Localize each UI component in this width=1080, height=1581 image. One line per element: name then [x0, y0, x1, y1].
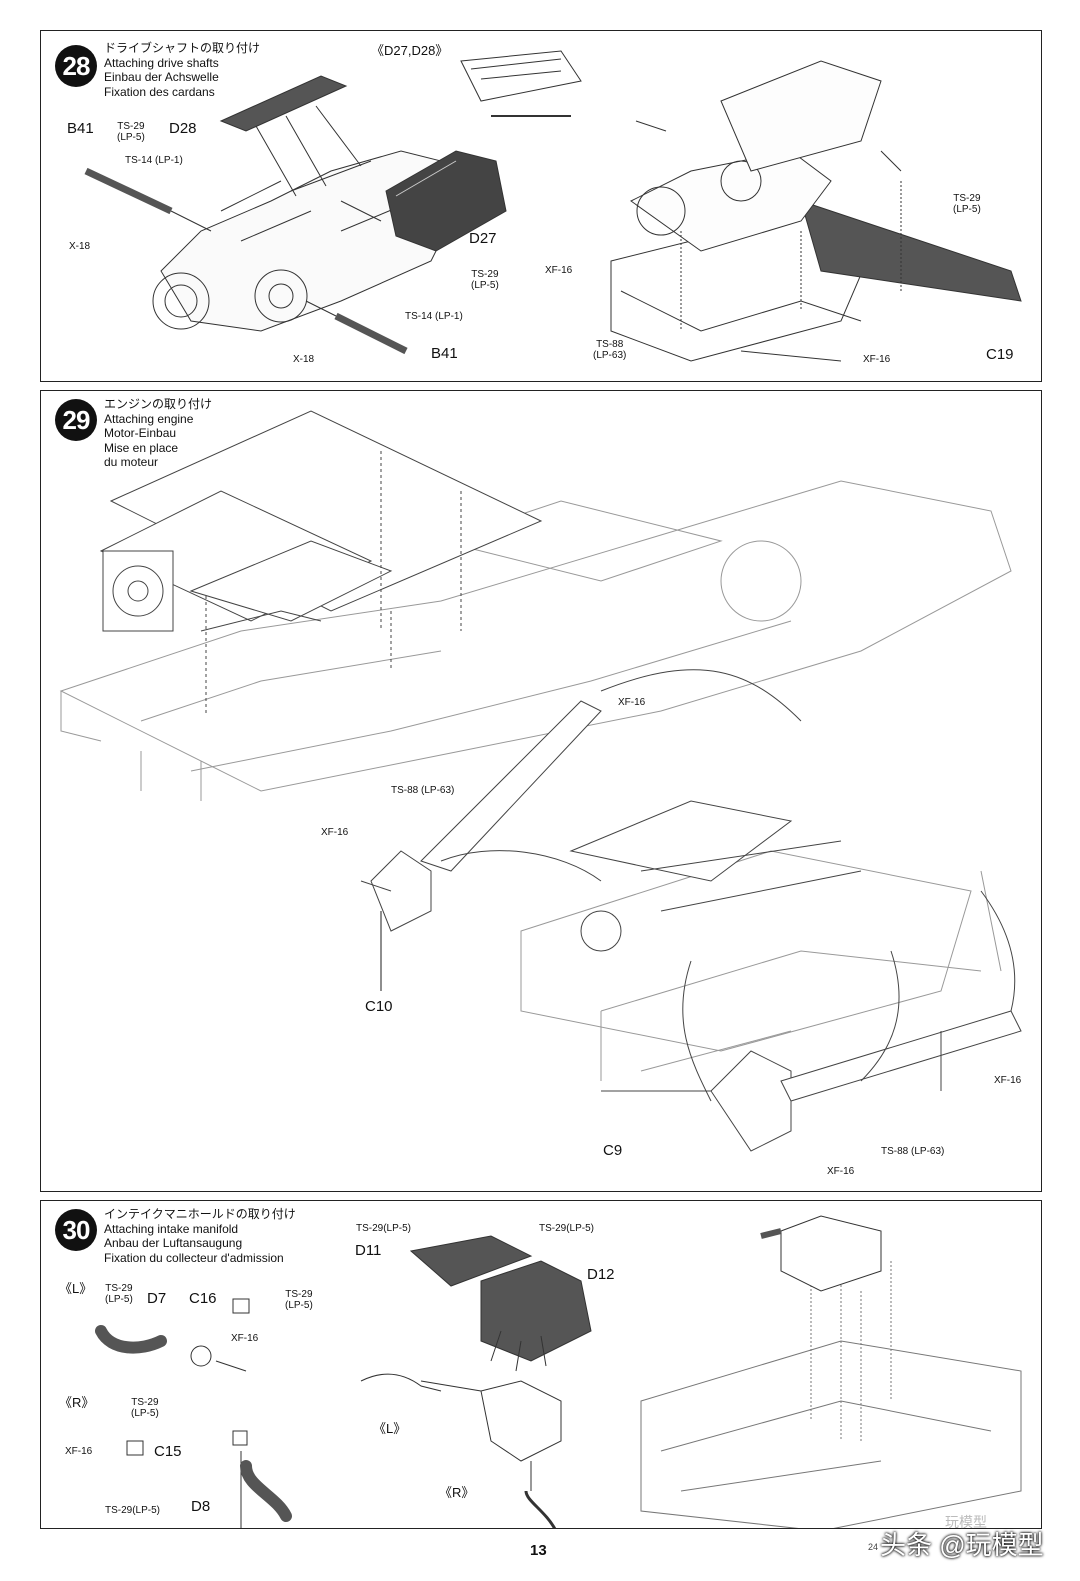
paint-xf16-a: XF-16	[618, 697, 646, 708]
paint-x18-a: X-18	[69, 241, 91, 252]
part-c16: C16	[189, 1290, 217, 1307]
part-b41-bottom: B41	[431, 345, 458, 362]
title-en: Attaching intake manifold	[104, 1221, 239, 1236]
paint-xf16-a: XF-16	[231, 1333, 259, 1344]
paint-ts88: TS-88(LP-63)	[593, 339, 627, 361]
part-d28: D28	[169, 120, 197, 137]
step-28-illustration	[84, 50, 1022, 362]
paint-xf16-b: XF-16	[65, 1446, 93, 1457]
step-number-badge: 29	[55, 399, 97, 441]
part-c10: C10	[365, 998, 393, 1015]
title-en: Attaching drive shafts	[104, 55, 219, 70]
paint-xf16-a: XF-16	[545, 265, 573, 276]
footer-code: 24	[868, 1542, 879, 1552]
paint-ts29-a: TS-29(LP-5)	[105, 1283, 133, 1305]
part-d7: D7	[147, 1290, 167, 1307]
step-number-badge: 28	[55, 45, 97, 87]
inset-label: 《D27,D28》	[371, 43, 449, 58]
step-29-panel: 29 エンジンの取り付け Attaching engine Motor-Einb…	[40, 390, 1042, 1192]
title-fr: Fixation du collecteur d'admission	[104, 1250, 284, 1265]
paint-ts14-b: TS-14 (LP-1)	[405, 311, 463, 322]
title-de: Einbau der Achswelle	[104, 70, 219, 84]
part-d11: D11	[355, 1242, 382, 1259]
paint-ts29-b: TS-29(LP-5)	[285, 1289, 313, 1311]
paint-x18-b: X-18	[293, 354, 315, 365]
title-de: Motor-Einbau	[104, 426, 177, 440]
part-d8: D8	[191, 1498, 211, 1515]
paint-ts29-b: TS-29(LP-5)	[471, 269, 499, 291]
step-number-badge: 30	[55, 1209, 97, 1251]
part-b41-top: B41	[67, 120, 94, 137]
title-jp: インテイクマニホールドの取り付け	[104, 1207, 296, 1221]
page-number: 13	[530, 1542, 547, 1559]
label-left-1: 《L》	[59, 1281, 93, 1296]
label-left-2: 《L》	[373, 1421, 407, 1436]
part-d27: D27	[469, 230, 497, 247]
paint-ts14-a: TS-14 (LP-1)	[125, 155, 183, 166]
step-title-block: エンジンの取り付け Attaching engine Motor-Einbau …	[104, 397, 212, 470]
paint-ts29-c: TS-29(LP-5)	[131, 1397, 159, 1419]
title-fr: Fixation des cardans	[104, 84, 215, 99]
paint-ts29lp5-a: TS-29(LP-5)	[356, 1223, 412, 1234]
part-c19: C19	[986, 346, 1014, 363]
step-30-illustration	[95, 1215, 1022, 1528]
paint-xf16-c: XF-16	[994, 1075, 1022, 1086]
step-28-panel: 28 ドライブシャフトの取り付け Attaching drive shafts …	[40, 30, 1042, 382]
watermark-under: 玩模型	[945, 1514, 987, 1530]
step-title-block: インテイクマニホールドの取り付け Attaching intake manifo…	[104, 1207, 296, 1265]
title-fr: Mise en place	[104, 440, 179, 455]
title-en: Attaching engine	[104, 411, 194, 426]
title-de: Anbau der Luftansaugung	[104, 1236, 243, 1250]
title-fr-2: du moteur	[104, 455, 159, 469]
title-jp: ドライブシャフトの取り付け	[104, 41, 261, 55]
part-d12: D12	[587, 1266, 615, 1283]
paint-xf16-b: XF-16	[863, 354, 891, 365]
paint-ts29lp5-b: TS-29(LP-5)	[539, 1223, 595, 1234]
paint-xf16-d: XF-16	[827, 1166, 855, 1177]
part-c15: C15	[154, 1443, 182, 1460]
watermark: 头条 @玩模型	[880, 1530, 1044, 1560]
paint-ts88-a: TS-88 (LP-63)	[391, 785, 455, 796]
part-c9: C9	[603, 1142, 623, 1159]
paint-ts29lp5-c: TS-29(LP-5)	[105, 1505, 161, 1516]
paint-xf16-b: XF-16	[321, 827, 349, 838]
label-right-2: 《R》	[439, 1485, 475, 1500]
step-30-panel: 30 インテイクマニホールドの取り付け Attaching intake man…	[40, 1200, 1042, 1529]
label-right-1: 《R》	[59, 1395, 95, 1410]
paint-ts29-c: TS-29(LP-5)	[953, 193, 981, 215]
step-29-illustration	[59, 410, 1022, 1152]
paint-ts88-b: TS-88 (LP-63)	[881, 1146, 945, 1157]
title-jp: エンジンの取り付け	[104, 397, 213, 411]
paint-ts29-a: TS-29(LP-5)	[117, 121, 145, 143]
step-title-block: ドライブシャフトの取り付け Attaching drive shafts Ein…	[104, 41, 260, 99]
